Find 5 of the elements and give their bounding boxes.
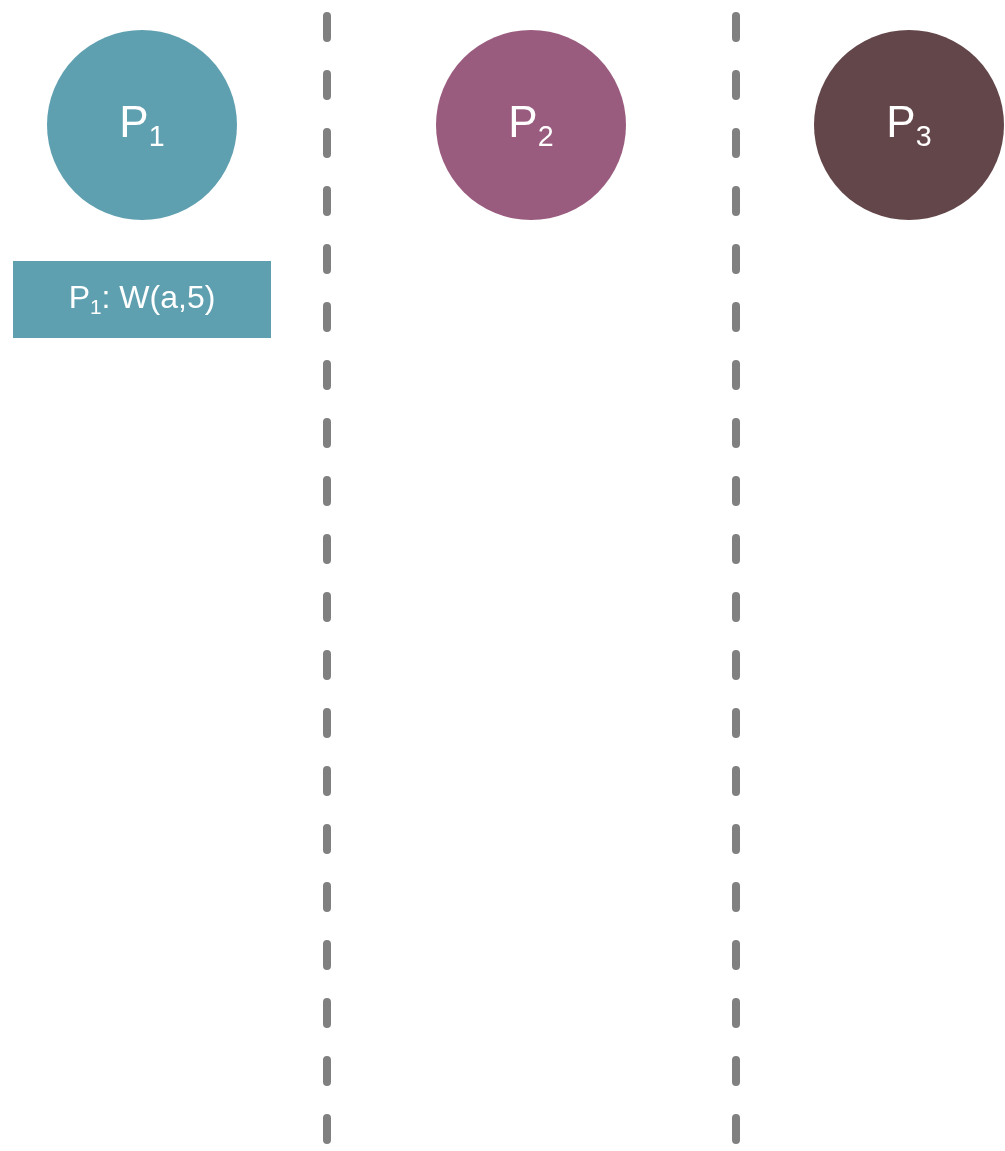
process-label: P$_{2}$ bbox=[508, 98, 554, 152]
process-label: P$_{3}$ bbox=[886, 98, 932, 152]
event-label: P$_{1}$: W(a,5) bbox=[68, 279, 216, 320]
process-label: P$_{1}$ bbox=[119, 98, 165, 152]
event-box bbox=[13, 261, 271, 338]
